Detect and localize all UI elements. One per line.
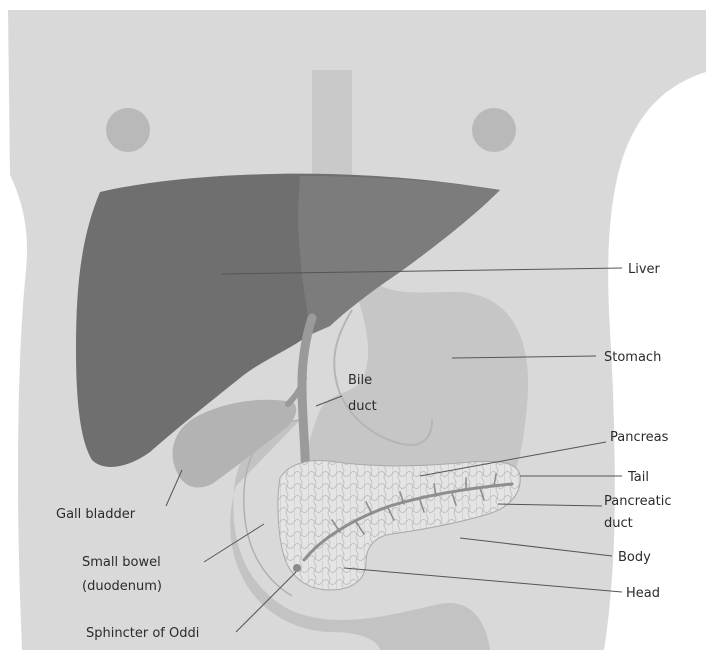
label-pancreas: Pancreas [610,430,669,445]
label-gall-bladder: Gall bladder [56,507,136,522]
label-body: Body [618,550,651,565]
esophagus [312,70,352,180]
sphincter-of-oddi-marker [293,564,301,572]
label-sphincter-of-oddi: Sphincter of Oddi [86,626,199,641]
label-bile-duct-line1: Bile [348,373,372,388]
label-liver: Liver [628,262,661,277]
label-bile-duct-line2: duct [348,399,377,414]
label-stomach: Stomach [604,350,661,365]
right-nipple [472,108,516,152]
label-pancreatic-duct-line1: Pancreatic [604,494,672,509]
label-head: Head [626,586,660,601]
label-small-bowel-line2: (duodenum) [82,579,162,594]
left-nipple [106,108,150,152]
label-small-bowel-line1: Small bowel [82,555,161,570]
label-pancreatic-duct-line2: duct [604,516,633,531]
label-tail: Tail [627,470,649,485]
